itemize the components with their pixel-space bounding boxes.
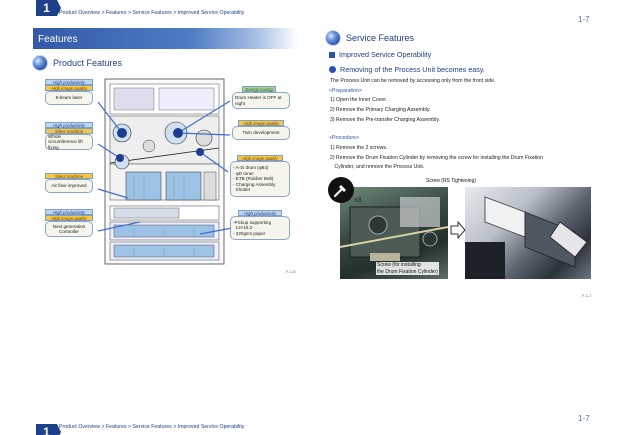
tag-high-image-quality: High image quality <box>45 85 93 91</box>
footer-breadcrumb: Product Overview>Features>Service Featur… <box>59 424 245 430</box>
tag-high-productivity: High productivity <box>45 79 93 85</box>
product-features-heading: Product Features <box>33 56 122 70</box>
callout-text: Twin development <box>232 126 290 140</box>
callout-text: Air flow improved <box>45 179 93 193</box>
breadcrumb-link-features[interactable]: Features <box>105 10 127 16</box>
breadcrumb: Product Overview>Features>Service Featur… <box>59 10 245 16</box>
tag-high-productivity: High productivity <box>45 122 93 128</box>
callout-drum-features: High image quality - A-Si drum (φ84) - φ… <box>230 155 290 197</box>
tool-count: x3 <box>354 197 362 204</box>
section-title: Features <box>38 34 78 45</box>
circle-bullet-icon <box>329 66 336 73</box>
callout-list: -Pickup supporting 13×19.2 - 220gsm pape… <box>230 216 290 240</box>
breadcrumb-link-product-overview[interactable]: Product Overview <box>59 10 100 16</box>
callout-air-flow-improved: Silent machine Air flow improved <box>45 173 93 193</box>
procedure-step: 2) Remove the Drum Fixation Cylinder by … <box>330 155 544 161</box>
callout-text: Drum Heater is OFF at night <box>232 92 290 109</box>
preparation-step: 2) Remove the Primary Charging Assembly. <box>330 107 431 113</box>
breadcrumb-link-product-overview[interactable]: Product Overview <box>59 424 100 430</box>
breadcrumb-link-service-features[interactable]: Service Features <box>132 424 172 430</box>
callout-text: Whole circumference lift fixing <box>45 134 93 150</box>
removing-process-unit-heading: Removing of the Process Unit becomes eas… <box>329 65 485 74</box>
preparation-step: 1) Open the Inner Cover. <box>330 97 388 103</box>
callout-twin-development: High image quality Twin development <box>232 120 290 140</box>
tag-high-productivity: High productivity <box>45 209 93 215</box>
figure-label-left: F-1-6 <box>286 269 296 274</box>
callout-drum-heater-off: Energy saving Drum Heater is OFF at nigh… <box>232 86 290 109</box>
callout-8-beam-laser: High productivity High image quality 8-b… <box>45 79 93 105</box>
intro-text: The Process Unit can be removed by acces… <box>330 78 496 84</box>
improved-service-operability-heading: Improved Service Operability <box>329 50 431 59</box>
procedure-step: Cylinder, and remove the Process Unit. <box>330 164 425 170</box>
preparation-tag: <Preparation> <box>329 88 362 94</box>
tag-high-image-quality: High image quality <box>238 120 284 126</box>
callout-pickup-supporting: High productivity -Pickup supporting 13×… <box>230 210 290 240</box>
breadcrumb-link-improved-service[interactable]: Improved Service Operability <box>177 424 245 430</box>
figure-label-right: F-1-7 <box>582 293 592 298</box>
tag-high-image-quality: High image quality <box>45 215 93 221</box>
tag-energy-saving: Energy saving <box>242 86 276 92</box>
callout-text: Next generation Controller <box>45 221 93 237</box>
service-features-heading: Service Features <box>326 31 414 45</box>
caption-screw-rs-tightening: Screw (RS Tightening) <box>425 178 478 184</box>
section-title-banner: Features <box>33 28 298 49</box>
sphere-icon <box>326 31 340 45</box>
process-unit-photo-right <box>465 187 591 279</box>
breadcrumb-link-features[interactable]: Features <box>105 424 127 430</box>
footer-chapter-badge: 1 <box>36 424 61 435</box>
caption-screw-install: Screw (for installing the Drum Fixation … <box>376 262 439 275</box>
breadcrumb-link-improved-service[interactable]: Improved Service Operability <box>177 10 245 16</box>
callout-next-generation-controller: High productivity High image quality Nex… <box>45 209 93 237</box>
callout-list: - A-Si drum (φ84) - φD toner - ETB (Rubb… <box>230 161 290 197</box>
square-bullet-icon <box>329 51 335 58</box>
sphere-icon <box>33 56 47 70</box>
breadcrumb-link-service-features[interactable]: Service Features <box>132 10 172 16</box>
arrow-right-icon <box>450 221 466 239</box>
screwdriver-icon <box>328 177 354 203</box>
footer-page-number: 1-7 <box>578 414 590 423</box>
chapter-badge: 1 <box>36 0 61 16</box>
machine-cross-section-illustration <box>104 78 225 265</box>
tag-high-image-quality: High image quality <box>237 155 283 161</box>
tag-high-productivity: High productivity <box>238 210 282 216</box>
tag-silent-machine: Silent machine <box>45 173 93 179</box>
preparation-step: 3) Remove the Pre-transfer Charging Asse… <box>330 117 441 123</box>
page-number: 1-7 <box>578 15 590 24</box>
callout-text: 8-beam laser <box>45 91 93 105</box>
callout-whole-circumference-lift-fixing: High productivity Silent machine Whole c… <box>45 122 93 150</box>
procedure-step: 1) Remove the 2 screws. <box>330 145 388 151</box>
procedure-tag: <Procedure> <box>329 135 359 141</box>
tag-silent-machine: Silent machine <box>45 128 93 134</box>
